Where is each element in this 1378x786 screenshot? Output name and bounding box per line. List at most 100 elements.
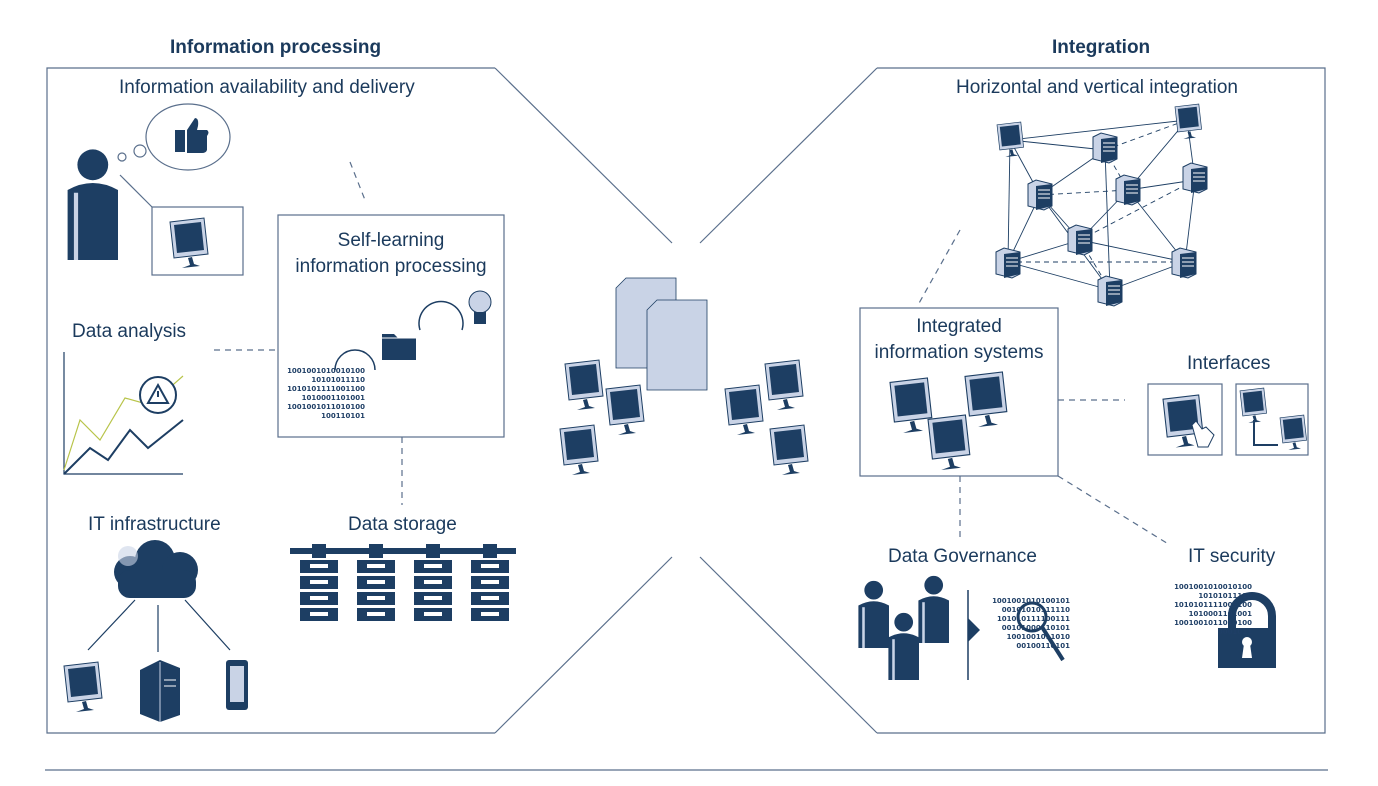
thought-bubble-dot xyxy=(117,152,127,162)
connector xyxy=(917,229,961,306)
monitor-icon xyxy=(1239,387,1267,423)
monitor-icon xyxy=(63,661,103,712)
monitor-icon xyxy=(605,384,645,435)
server-icon xyxy=(1115,174,1141,206)
magnifier-icon xyxy=(1016,601,1065,662)
monitor-icon xyxy=(889,377,933,433)
monitor-icon xyxy=(964,371,1008,427)
padlock-icon xyxy=(1218,592,1276,668)
user-icon xyxy=(858,580,889,649)
heading-integration: Integration xyxy=(1052,37,1151,58)
folder-icon xyxy=(382,334,416,360)
monitor-icon xyxy=(996,121,1024,157)
thought-bubble-dot xyxy=(133,144,147,158)
binary-line: 1001001010010100 xyxy=(287,367,365,375)
label-line: information processing xyxy=(295,256,487,277)
binary-line: 10101011110 xyxy=(311,376,365,384)
monitor-icon xyxy=(559,424,599,475)
label-availability: Information availability and delivery xyxy=(119,77,415,98)
right-diagonal-top xyxy=(699,67,878,244)
hand-pointer-icon xyxy=(1191,420,1215,448)
integrated-systems-box xyxy=(859,307,1059,477)
user-icon xyxy=(888,612,919,681)
binary-line: 100110101 xyxy=(321,412,365,420)
binary-line: 1010001101001 xyxy=(301,394,365,402)
label-data-storage: Data storage xyxy=(348,514,457,535)
server-icon xyxy=(1067,224,1093,256)
monitor-icon xyxy=(724,384,764,435)
binary-line: 1001001011010100 xyxy=(287,403,365,411)
warning-triangle xyxy=(146,382,170,404)
label-line: Self-learning xyxy=(337,230,445,251)
binary-line: 10101011110 xyxy=(1198,592,1252,600)
arrow-marker xyxy=(968,618,980,642)
smartphone-icon xyxy=(226,660,248,710)
label-it-infrastructure: IT infrastructure xyxy=(88,514,221,535)
self-learning-box xyxy=(277,214,505,438)
label-line: Integrated xyxy=(916,316,1002,337)
binary-line: 1001001010100101 xyxy=(992,597,1070,605)
label-it-security: IT security xyxy=(1188,546,1276,567)
monitor-icon xyxy=(927,414,971,470)
label-interfaces: Interfaces xyxy=(1187,353,1271,374)
network-arrows xyxy=(87,599,231,652)
binary-line: 00101000110101 xyxy=(1001,624,1070,632)
monitor-icon xyxy=(769,424,809,475)
binary-line: 1001001011010 xyxy=(1006,633,1070,641)
label-horizontal-vertical: Horizontal and vertical integration xyxy=(956,77,1238,98)
interface-box-2 xyxy=(1235,383,1309,456)
refresh-arrow-icon xyxy=(334,349,376,371)
connection-line xyxy=(1253,420,1278,446)
binary-line: 00100110101 xyxy=(1016,642,1070,650)
monitor-icon xyxy=(1279,414,1307,450)
server-icon xyxy=(140,660,180,722)
thought-bubble xyxy=(145,103,231,171)
connector xyxy=(1057,475,1171,546)
binary-line: 101010111100111 xyxy=(996,615,1070,623)
binary-line: 1010101111001100 xyxy=(287,385,365,393)
monitor-box xyxy=(151,206,244,276)
user-icon xyxy=(67,149,118,260)
label-data-analysis: Data analysis xyxy=(72,321,187,342)
server-icon xyxy=(995,247,1021,279)
right-diagonal-bottom xyxy=(699,556,878,734)
server-icon xyxy=(1097,275,1123,307)
monitor-icon xyxy=(169,217,209,268)
lightbulb-icon xyxy=(468,290,492,324)
binary-line: 0001011 xyxy=(1217,628,1252,636)
left-panel-border xyxy=(46,67,495,734)
binary-line: 1010001101001 xyxy=(1188,610,1252,618)
label-integrated-systems: Integrated information systems xyxy=(860,314,1058,366)
connector xyxy=(349,161,366,201)
binary-line: 1001001011010100 xyxy=(1174,619,1252,627)
server-icon xyxy=(1027,179,1053,211)
chart-line-navy xyxy=(63,419,184,475)
refresh-arrow-icon xyxy=(418,300,464,331)
binary-line: 1010101111001100 xyxy=(1174,601,1252,609)
label-data-governance: Data Governance xyxy=(888,546,1037,567)
cloud-icon xyxy=(114,540,198,598)
right-panel-border xyxy=(877,67,1326,734)
binary-line: 1001001010010100 xyxy=(1174,583,1252,591)
data-storage-icon xyxy=(290,544,516,621)
server-icon xyxy=(1182,162,1208,194)
binary-line: 00101010111110 xyxy=(1001,606,1070,614)
user-icon xyxy=(918,575,949,644)
server-icon xyxy=(1171,247,1197,279)
monitor-icon xyxy=(564,359,604,410)
connector xyxy=(119,174,153,208)
left-diagonal-top xyxy=(494,67,673,244)
monitor-icon xyxy=(764,359,804,410)
document-icon xyxy=(615,277,708,391)
heading-information-processing: Information processing xyxy=(170,37,382,58)
label-self-learning: Self-learning information processing xyxy=(278,228,504,280)
thumbs-up-icon xyxy=(175,118,209,153)
label-line: information systems xyxy=(874,342,1044,363)
server-icon xyxy=(1092,132,1118,164)
interface-box-1 xyxy=(1147,383,1223,456)
